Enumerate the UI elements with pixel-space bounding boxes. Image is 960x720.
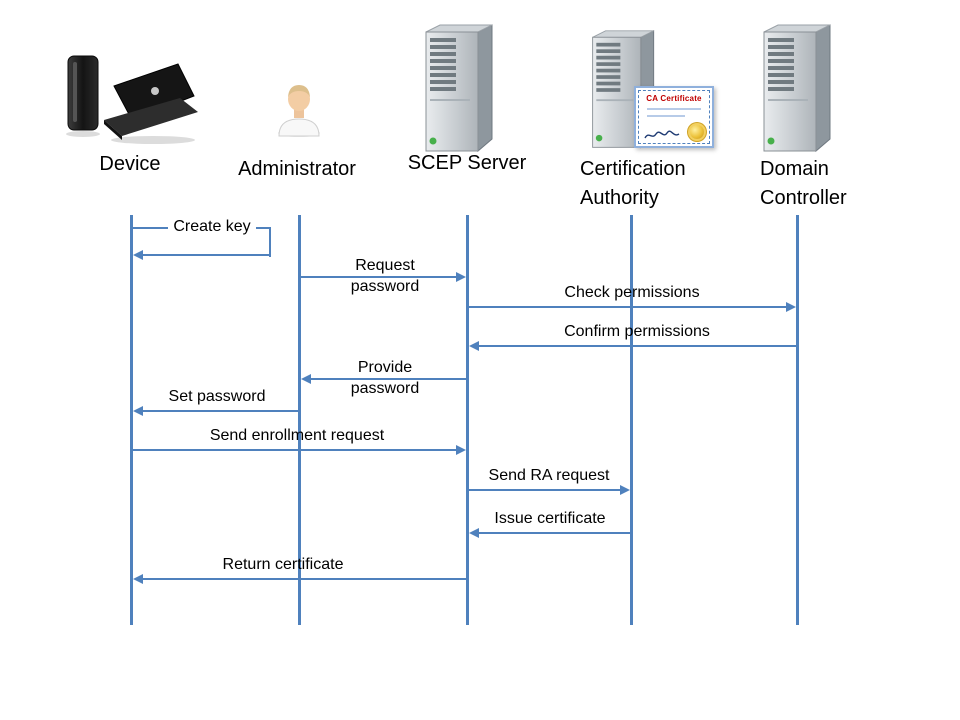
- certificate-text-line: [647, 115, 685, 117]
- message-line: [469, 306, 786, 308]
- message-line: [301, 276, 456, 278]
- arrowhead-left-icon: [133, 574, 143, 584]
- message-label: Create key: [173, 218, 251, 235]
- arrowhead-right-icon: [456, 445, 466, 455]
- message-line: [479, 532, 630, 534]
- message-label: Set password: [168, 388, 266, 405]
- arrowhead-right-icon: [786, 302, 796, 312]
- lifeline-certification-authority: [630, 215, 633, 625]
- message-line: [269, 227, 271, 257]
- certificate-text-line: [647, 108, 701, 110]
- actor-label-scep-server: SCEP Server: [407, 152, 527, 174]
- actor-label-administrator: Administrator: [238, 158, 356, 180]
- lifeline-scep-server: [466, 215, 469, 625]
- message-line: [469, 489, 620, 491]
- actor-label-certification-authority: Certification Authority: [580, 158, 686, 209]
- actor-label-domain-controller: Domain Controller: [760, 158, 847, 209]
- message-label: Request password: [350, 257, 420, 295]
- message-line: [256, 227, 271, 229]
- message-line: [311, 378, 466, 380]
- message-label: Provide password: [350, 359, 420, 397]
- arrowhead-left-icon: [301, 374, 311, 384]
- arrowhead-left-icon: [469, 528, 479, 538]
- message-line: [143, 410, 298, 412]
- lifeline-domain-controller: [796, 215, 799, 625]
- ca-certificate-inner-border: CA Certificate: [638, 90, 710, 144]
- message-line: [133, 449, 456, 451]
- arrowhead-left-icon: [133, 406, 143, 416]
- certificate-signature-icon: [644, 130, 680, 139]
- ca-certificate-title: CA Certificate: [646, 94, 702, 103]
- message-label: Send enrollment request: [209, 427, 385, 444]
- arrowhead-right-icon: [456, 272, 466, 282]
- message-line: [143, 578, 466, 580]
- message-label: Issue certificate: [494, 510, 606, 527]
- message-line: [479, 345, 796, 347]
- message-label: Confirm permissions: [564, 323, 710, 340]
- arrowhead-left-icon: [469, 341, 479, 351]
- scep-server-icon: [421, 24, 501, 154]
- message-label: Send RA request: [488, 467, 610, 484]
- device-icon: [58, 52, 198, 150]
- message-label: Check permissions: [564, 284, 700, 301]
- certificate-seal-icon: [690, 125, 704, 139]
- message-line: [135, 254, 271, 256]
- administrator-icon: [272, 80, 326, 138]
- ca-certificate-badge: CA Certificate: [634, 86, 714, 148]
- message-line: [133, 227, 168, 229]
- actor-label-device: Device: [99, 153, 161, 175]
- message-label: Return certificate: [222, 556, 344, 573]
- arrowhead-right-icon: [620, 485, 630, 495]
- arrowhead-left-icon: [133, 250, 143, 260]
- lifeline-device: [130, 215, 133, 625]
- lifeline-administrator: [298, 215, 301, 625]
- domain-controller-server-icon: [759, 24, 839, 154]
